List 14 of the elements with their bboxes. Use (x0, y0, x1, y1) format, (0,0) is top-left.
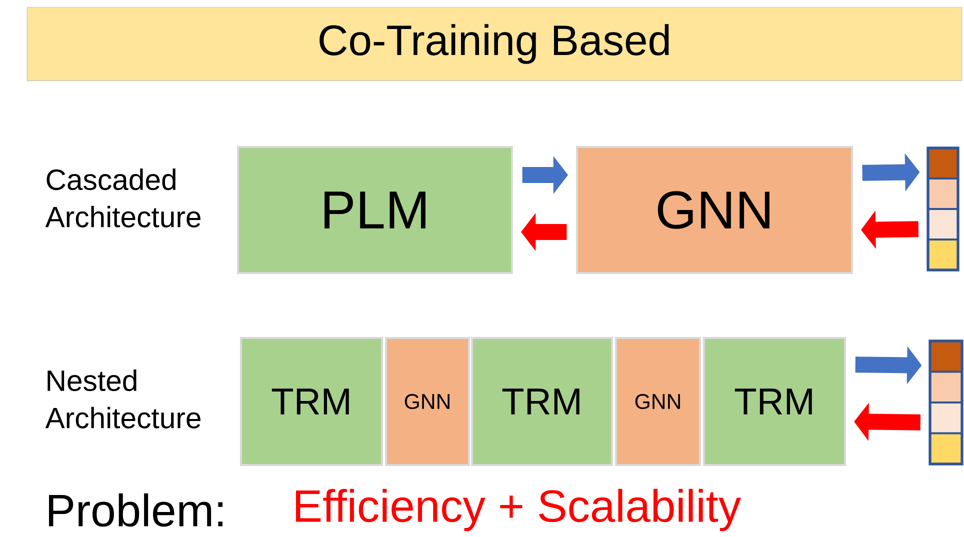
process-box: GNN (385, 337, 470, 466)
process-box: PLM (237, 146, 513, 274)
title-banner: Co-Training Based (26, 7, 962, 81)
text-label: Efficiency + Scalability (296, 488, 742, 532)
process-box: TRM (702, 337, 846, 466)
text-label: Problem: (49, 493, 222, 527)
vector-bar (926, 146, 960, 272)
text-label: Cascaded Architecture (45, 168, 200, 228)
process-box: TRM (240, 337, 384, 466)
process-box: GNN (576, 146, 853, 274)
text-label: Nested Architecture (45, 370, 200, 428)
process-box: TRM (471, 337, 613, 466)
process-box: GNN (615, 337, 701, 466)
vector-bar (928, 340, 964, 466)
